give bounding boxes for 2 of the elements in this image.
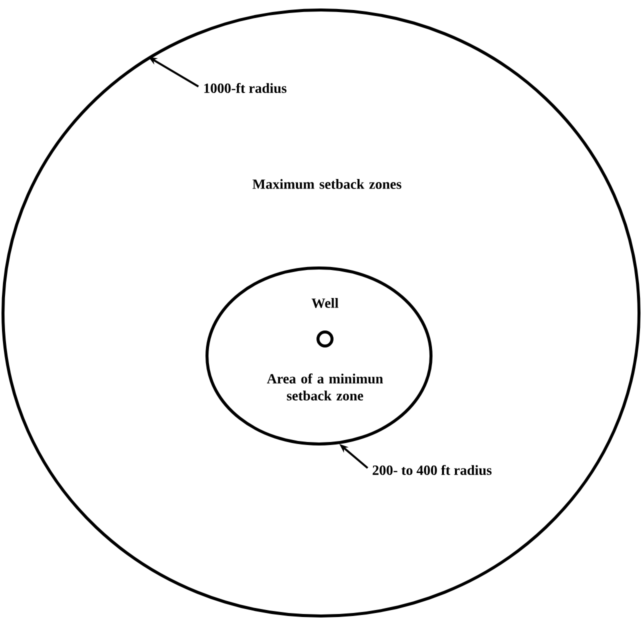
callout-label: 200- to 400 ft radius: [372, 464, 492, 475]
callout-label: 1000-ft radius: [204, 82, 286, 93]
